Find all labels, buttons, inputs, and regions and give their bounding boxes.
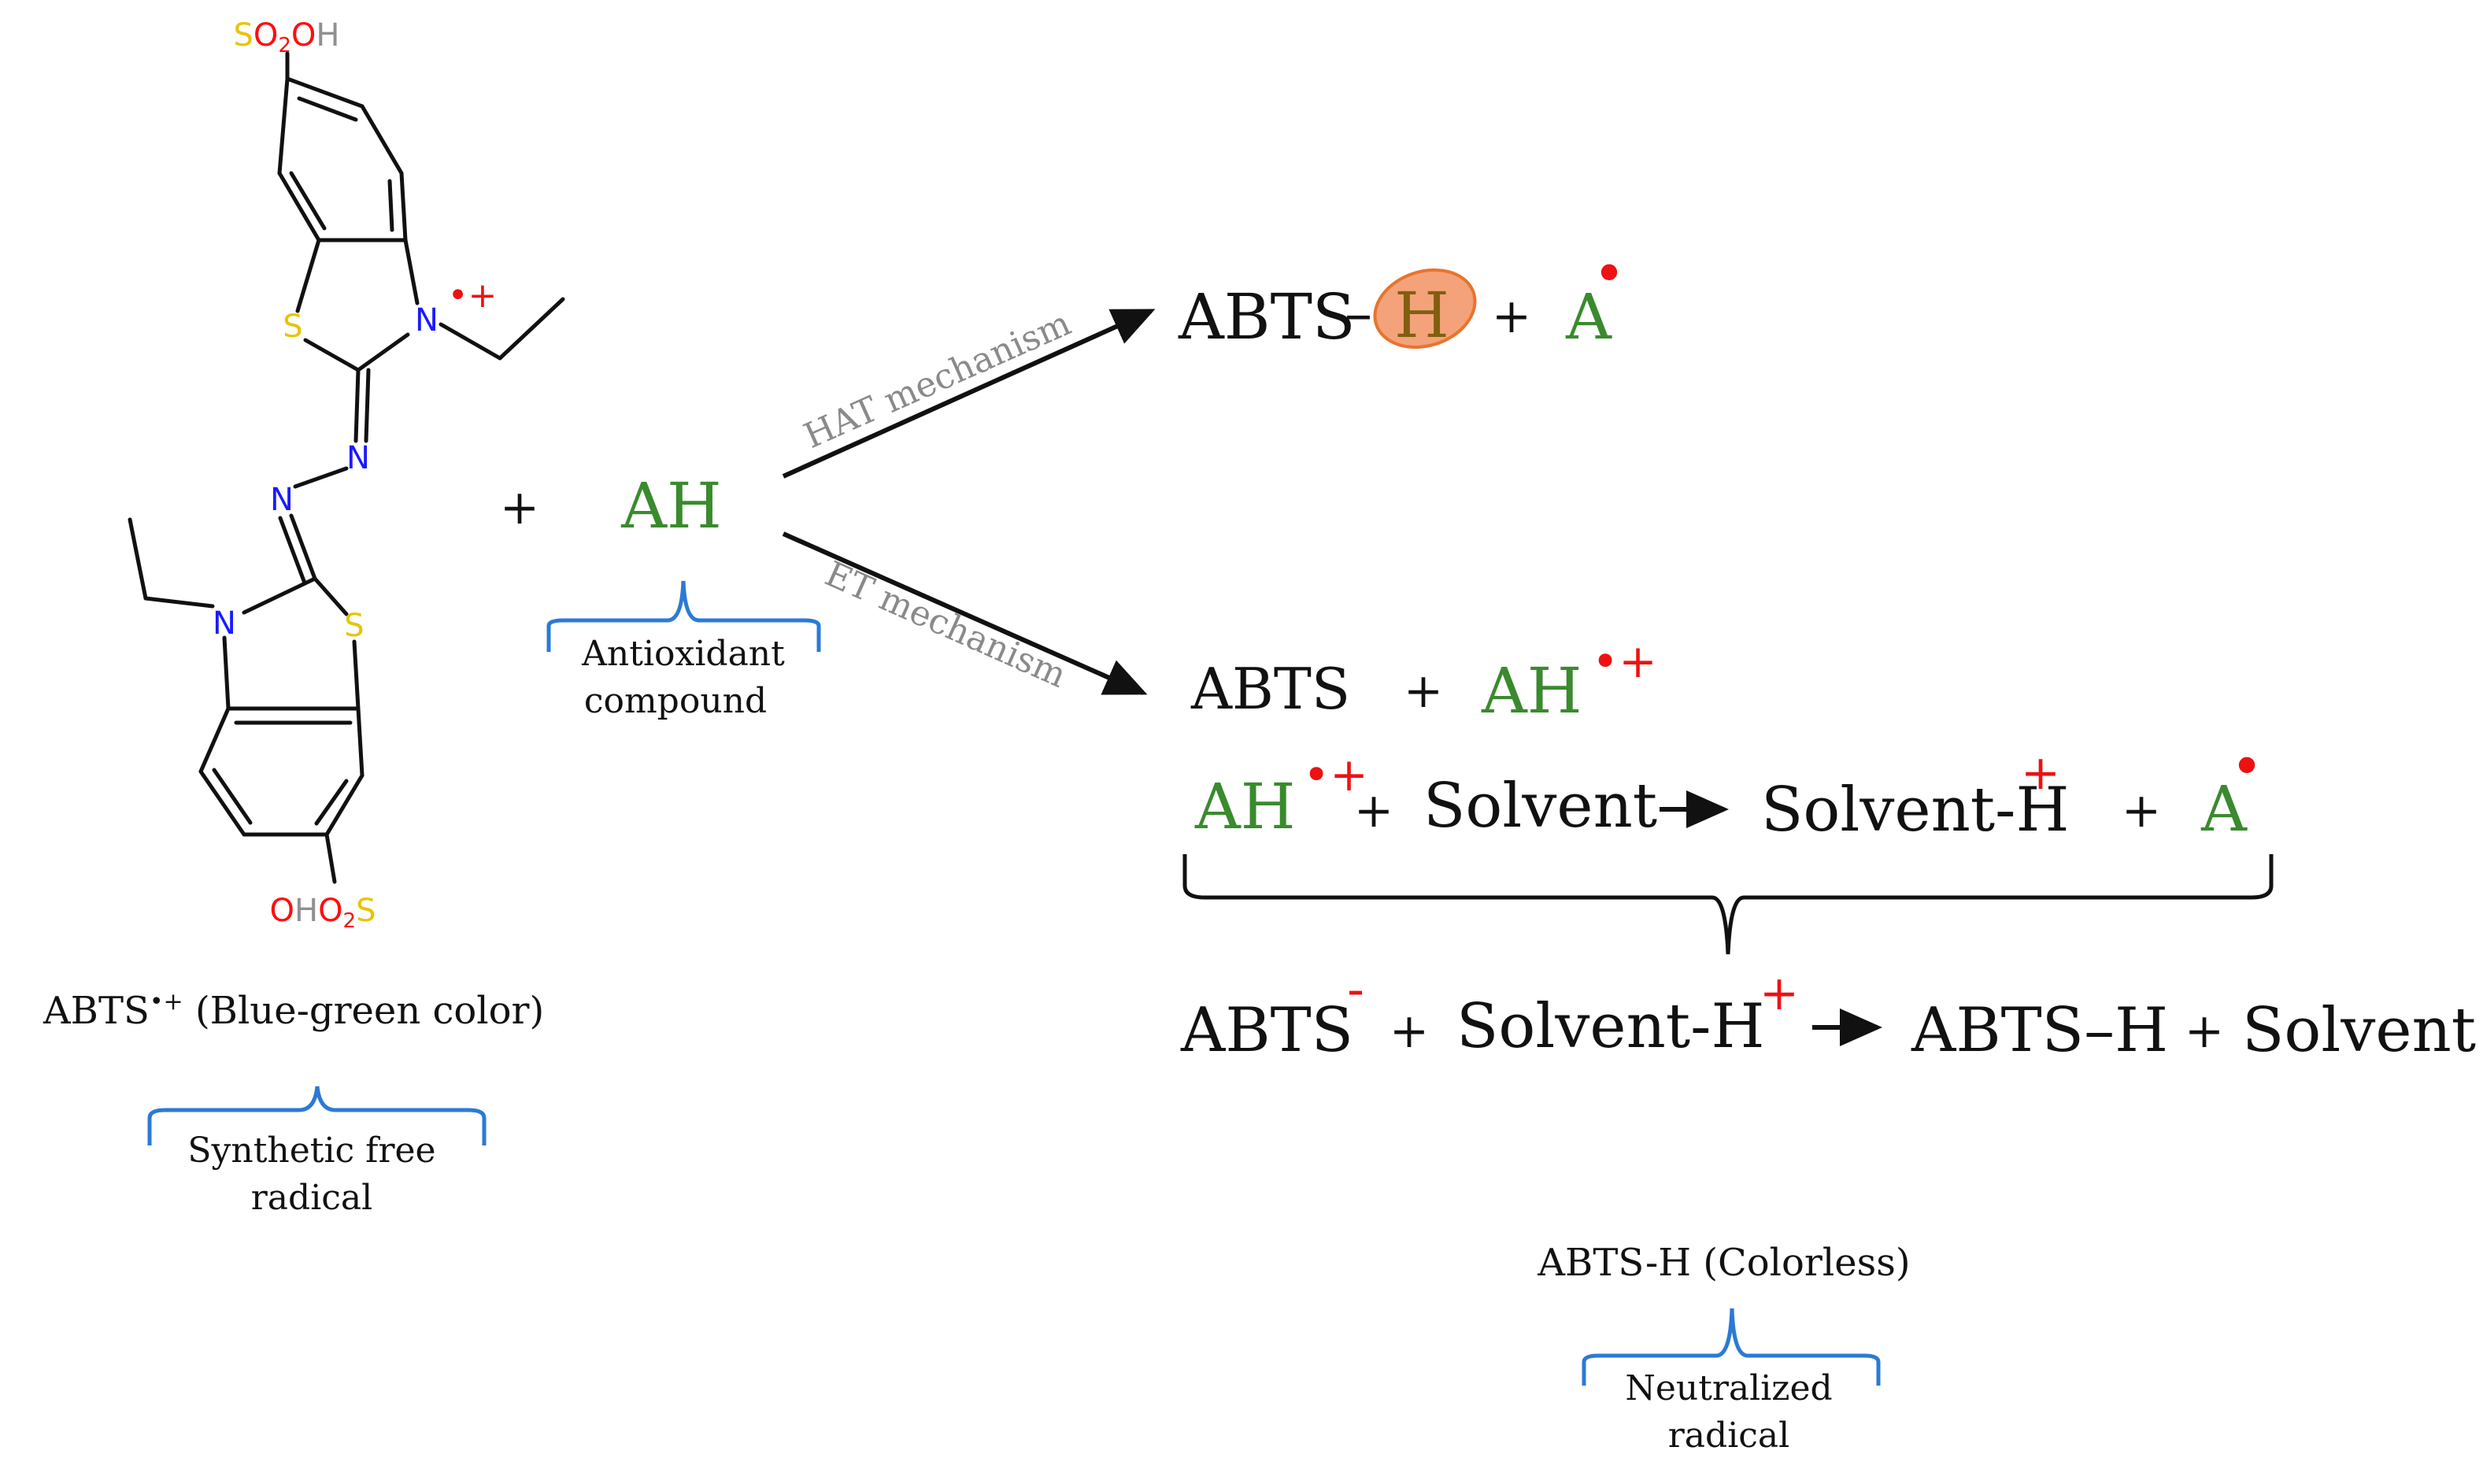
et2-solvent: Solvent (1423, 771, 1657, 842)
et2-plus2: + (2122, 783, 2161, 838)
bond (387, 179, 394, 232)
abts-molecule-structure (128, 51, 565, 884)
et1-abts: ABTS (1190, 656, 1350, 722)
atom-labels: SO2OH S N •+ N N N S OHO2S (213, 17, 497, 933)
et3-plus2: + (2185, 1004, 2224, 1059)
et2-a: A (2200, 772, 2248, 846)
hydrogen-highlight (1373, 268, 1477, 350)
hat-h: H (1394, 279, 1449, 352)
hat-dash: – (1345, 281, 1372, 346)
bond (242, 576, 317, 615)
et2-ah-sup: •+ (1303, 748, 1368, 801)
et2-solvent-h-sup: + (2021, 746, 2060, 801)
et-line3: ABTS - + Solvent-H + ABTS–H + Solvent (1180, 960, 2476, 1066)
bond (128, 517, 148, 601)
bond (278, 516, 306, 583)
bond (295, 238, 321, 313)
reactant-plus: + (500, 480, 539, 535)
hat-mechanism-label: HAT mechanism (798, 303, 1077, 457)
bond (303, 338, 361, 372)
bond (285, 76, 364, 109)
et2-a-radical: • (2230, 735, 2263, 799)
hat-a: A (1565, 280, 1612, 353)
synthetic-label-line2: radical (251, 1178, 372, 1218)
et2-ah: AH (1194, 770, 1296, 843)
bond (289, 513, 317, 581)
bond (222, 635, 231, 711)
bond (364, 368, 371, 443)
bond (403, 238, 420, 305)
neutralized-brace (1582, 1308, 1881, 1386)
bond (360, 104, 404, 176)
et3-abts-h: ABTS–H (1911, 995, 2168, 1066)
synthetic-label-line1: Synthetic free (187, 1131, 435, 1171)
et3-solvent-h: Solvent-H (1456, 991, 1765, 1062)
bond (143, 596, 215, 609)
top-nitrogen-atom: N (415, 302, 439, 339)
bond (293, 466, 349, 489)
et-line1: ABTS + AH •+ (1190, 635, 1657, 727)
hat-product: ABTS – H + A • (1178, 242, 1626, 353)
et3-minus: - (1347, 960, 1364, 1019)
bottom-nitrogen-atom: N (213, 605, 236, 642)
bond (313, 576, 349, 616)
bond (297, 96, 358, 122)
bond (439, 322, 502, 361)
bond (277, 171, 321, 242)
et-brace (1182, 854, 2274, 955)
et1-ah-sup: •+ (1592, 635, 1657, 688)
bond (399, 171, 408, 242)
bond (352, 639, 361, 711)
et-line2: AH •+ + Solvent Solvent-H + + A • (1194, 735, 2263, 846)
antioxidant-brace (546, 580, 821, 652)
antioxidant-label-line1: Antioxidant (581, 634, 785, 674)
et3-abts: ABTS (1180, 995, 1353, 1066)
bond (498, 297, 565, 361)
bond (289, 171, 327, 231)
bond (356, 706, 364, 778)
et1-plus: + (1404, 664, 1443, 719)
et3-plus: + (1390, 1004, 1429, 1059)
bond (314, 779, 349, 826)
et2-plus: + (1354, 783, 1393, 838)
et2-solvent-h: Solvent-H (1761, 775, 2070, 846)
bond (324, 832, 337, 884)
bond (212, 768, 253, 825)
top-sulfonic-group: SO2OH (234, 17, 340, 57)
bottom-sulfonic-group: OHO2S (270, 893, 376, 933)
bond (353, 368, 361, 443)
bond (324, 773, 364, 837)
bond (198, 769, 246, 837)
azo-nitrogen-1: N (346, 440, 370, 476)
neutralized-label-line1: Neutralized (1625, 1368, 1832, 1408)
et-arrow (782, 531, 1148, 695)
bond (198, 706, 231, 774)
abts-radical-label: ABTS•+ (Blue-green color) (43, 988, 544, 1033)
antioxidant-ah: AH (620, 469, 722, 542)
et3-solvent: Solvent (2242, 995, 2476, 1066)
et1-ah: AH (1481, 654, 1582, 727)
hat-a-radical: • (1593, 242, 1625, 306)
top-sulfur-atom: S (283, 309, 302, 345)
bottom-sulfur-atom: S (344, 608, 364, 644)
et-mechanism-label: ET mechanism (820, 553, 1072, 695)
hat-abts: ABTS (1178, 280, 1356, 353)
abts-h-colorless-label: ABTS-H (Colorless) (1537, 1241, 1910, 1285)
hat-arrow (782, 309, 1156, 479)
antioxidant-label-line2: compound (584, 681, 767, 721)
bond (277, 76, 290, 176)
azo-nitrogen-2: N (270, 482, 294, 518)
radical-cation-mark: •+ (448, 276, 498, 316)
et3-solvent-h-sup: + (1760, 966, 1799, 1021)
hat-plus: + (1492, 289, 1531, 344)
neutralized-label-line2: radical (1668, 1416, 1789, 1456)
synthetic-radical-brace (147, 1086, 487, 1145)
bond (356, 332, 410, 372)
